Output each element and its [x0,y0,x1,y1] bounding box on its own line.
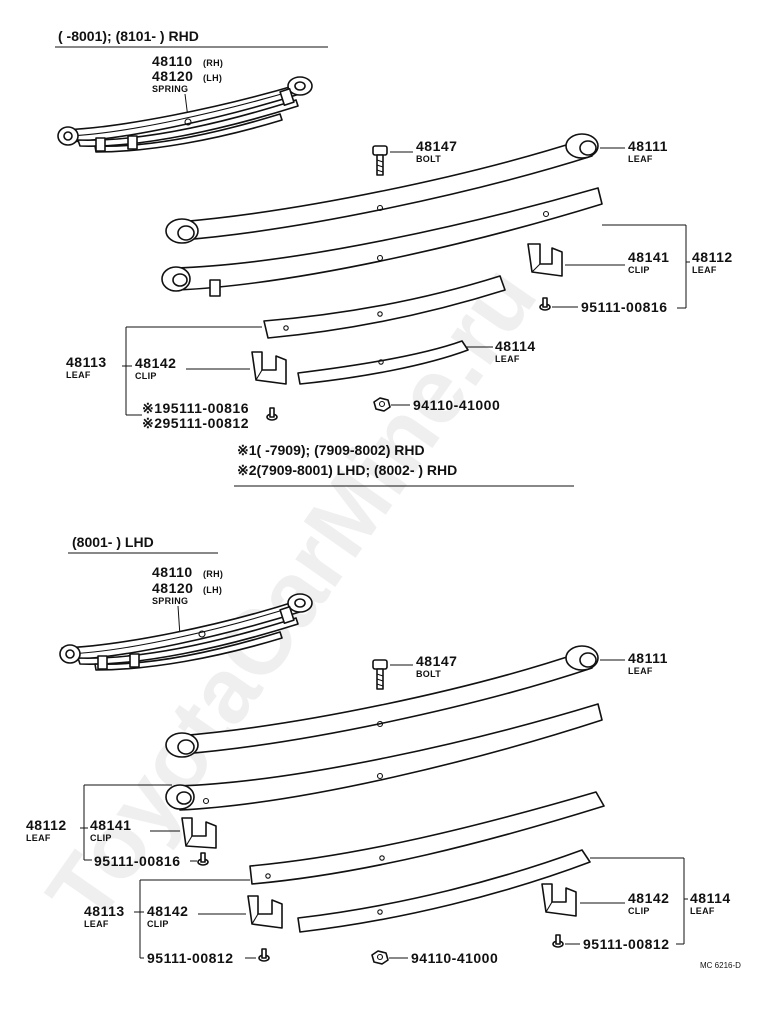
top-leaf2-pn: 48112 [692,249,733,265]
bottom-condition: (8001- ) LHD [72,534,154,550]
bottom-bolt-icon [372,659,388,690]
bottom-nut-pn: 94110-41000 [411,950,498,966]
top-clip-48142-icon [251,351,287,385]
bottom-clip-a-pn: 48141 [90,817,131,833]
bottom-rivet-b-icon [258,948,270,962]
diagram-code: MC 6216-D [700,961,741,970]
bottom-nut-icon [371,950,389,965]
top-rivet-a-pn: 95111-00816 [581,299,667,315]
top-clip-48141-icon [527,243,563,277]
top-clip-a-name: CLIP [628,265,650,275]
top-rivet-a-icon [539,297,551,311]
top-leaf1-name: LEAF [628,154,653,164]
bottom-rivet-a-icon [197,852,209,866]
bottom-leaf-48113-icon [249,791,605,885]
bottom-leaf3-pn: 48113 [84,903,125,919]
top-nut-icon [373,397,391,412]
top-spring-side-rh: (RH) [203,58,223,68]
bottom-clip-c-pn: 48142 [628,890,669,906]
bottom-clip-b-name: CLIP [147,919,169,929]
bottom-clip-b-pn: 48142 [147,903,188,919]
top-spring-pn-rh: 48110 [152,53,193,69]
bottom-clip-48142-left-icon [247,895,283,929]
top-bolt-icon [372,145,388,176]
bottom-leaf-48114-icon [297,849,591,933]
bottom-spring-assembly-icon [59,593,313,671]
bottom-leaf4-name: LEAF [690,906,715,916]
bottom-clip-a-name: CLIP [90,833,112,843]
bottom-spring-name: SPRING [152,596,188,606]
top-clip-b-name: CLIP [135,371,157,381]
top-condition: ( -8001); (8101- ) RHD [58,28,199,44]
bottom-rivet-c-pn: 95111-00812 [583,936,669,952]
top-leaf-48111-icon [165,133,599,244]
bottom-spring-side-lh: (LH) [203,585,222,595]
bottom-leaf-48111-icon [165,645,599,758]
bottom-spring-pn-rh: 48110 [152,564,193,580]
bottom-leaf2-name: LEAF [26,833,51,843]
top-bolt-pn: 48147 [416,138,457,154]
top-leaf-48113-icon [263,275,506,339]
note-2: ※2(7909-8001) LHD; (8002- ) RHD [237,462,457,478]
bottom-leaf2-pn: 48112 [26,817,67,833]
bottom-rivet-b-pn: 95111-00812 [147,950,233,966]
bottom-clip-48142-right-icon [541,883,577,917]
top-leaf-48114-icon [297,340,469,385]
top-leaf4-pn: 48114 [495,338,536,354]
top-rivet-b1-pn: ※195111-00816 [142,400,249,416]
bottom-rivet-c-icon [552,934,564,948]
bottom-leaf1-name: LEAF [628,666,653,676]
top-leaf-48112-icon [161,187,603,297]
bottom-leaf-48112-icon [165,703,603,811]
top-spring-pn-lh: 48120 [152,68,193,84]
top-leaf1-pn: 48111 [628,138,668,154]
top-leaf4-name: LEAF [495,354,520,364]
top-nut-pn: 94110-41000 [413,397,500,413]
bottom-leaf1-pn: 48111 [628,650,668,666]
bottom-bolt-name: BOLT [416,669,441,679]
bottom-clip-48141-icon [181,817,217,849]
bottom-leaf4-pn: 48114 [690,890,731,906]
bottom-spring-pn-lh: 48120 [152,580,193,596]
top-rivet-b-icon [266,407,278,421]
bottom-leaf3-name: LEAF [84,919,109,929]
top-clip-b-pn: 48142 [135,355,176,371]
bottom-clip-c-name: CLIP [628,906,650,916]
top-spring-assembly-icon [57,76,313,153]
top-spring-name: SPRING [152,84,188,94]
top-clip-a-pn: 48141 [628,249,669,265]
bottom-spring-side-rh: (RH) [203,569,223,579]
note-1: ※1( -7909); (7909-8002) RHD [237,442,425,458]
bottom-rivet-a-pn: 95111-00816 [94,853,180,869]
top-leaf2-name: LEAF [692,265,717,275]
bottom-bolt-pn: 48147 [416,653,457,669]
top-rivet-b2-pn: ※295111-00812 [142,415,249,431]
top-spring-side-lh: (LH) [203,73,222,83]
top-leaf3-pn: 48113 [66,354,107,370]
top-leaf3-name: LEAF [66,370,91,380]
top-bolt-name: BOLT [416,154,441,164]
